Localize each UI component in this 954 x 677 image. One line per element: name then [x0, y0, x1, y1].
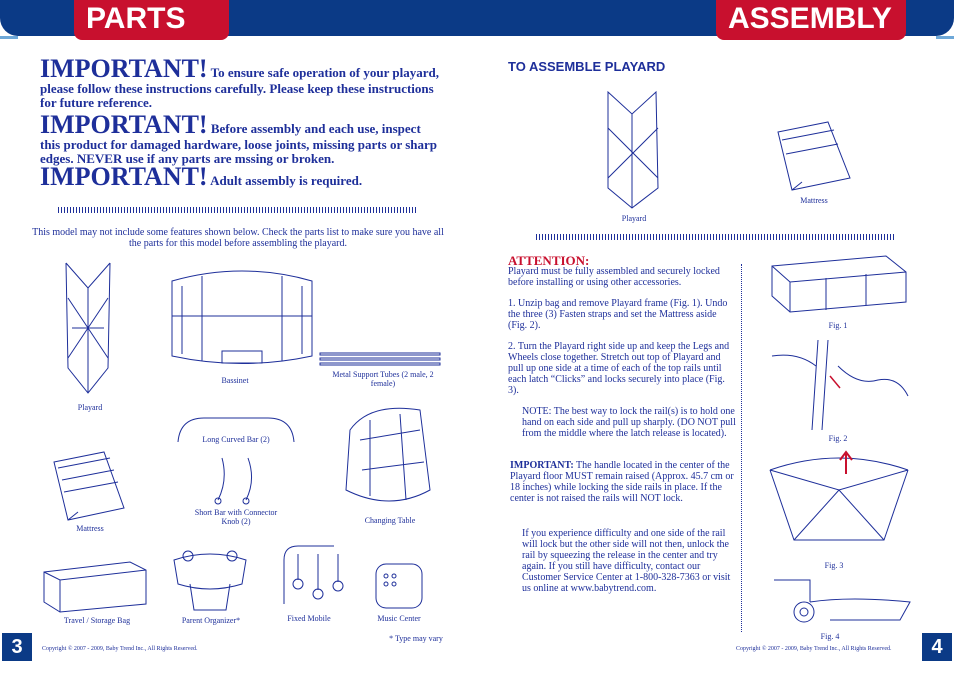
- part-label-organizer: Parent Organizer*: [181, 616, 241, 625]
- mattress-illustration: [53, 451, 125, 521]
- step-1-text: 1. Unzip bag and remove Playard frame (F…: [508, 298, 728, 331]
- note-text: NOTE: The best way to lock the rail(s) i…: [522, 406, 736, 439]
- long-curved-bar-illustration: [177, 417, 295, 443]
- caption-mattress-top: Mattress: [800, 196, 828, 205]
- playard-illustration: [65, 262, 111, 394]
- important-note-text: The handle located in the center of the …: [510, 460, 734, 504]
- copyright-left: Copyright © 2007 - 2009, Baby Trend Inc.…: [42, 646, 198, 652]
- important-heading-1: IMPORTANT!: [40, 54, 208, 83]
- part-label-long-bar: Long Curved Bar (2): [202, 435, 270, 444]
- copyright-right: Copyright © 2007 - 2009, Baby Trend Inc.…: [736, 646, 892, 652]
- attention-heading: ATTENTION:: [508, 253, 590, 268]
- divider-left: [58, 207, 418, 213]
- parts-intro: This model may not include some features…: [32, 227, 444, 249]
- fig-1-caption: Fig. 1: [828, 321, 848, 330]
- important-note: IMPORTANT: The handle located in the cen…: [510, 460, 740, 504]
- attention-text: Playard must be fully assembled and secu…: [508, 266, 720, 288]
- mattress-top-illustration: [777, 121, 851, 191]
- part-label-changing-table: Changing Table: [364, 516, 416, 525]
- storage-bag-illustration: [43, 561, 147, 613]
- important-label: IMPORTANT:: [510, 460, 574, 471]
- fig-3-caption: Fig. 3: [824, 561, 844, 570]
- step-2-text: 2. Turn the Playard right side up and ke…: [508, 341, 730, 396]
- important-block-2: IMPORTANT! Before assembly and each use,…: [40, 112, 440, 166]
- important-heading-3: IMPORTANT!: [40, 162, 208, 191]
- fig1-illustration: [771, 255, 907, 313]
- assembly-title: ASSEMBLY: [716, 0, 906, 40]
- fig2-illustration: [771, 339, 909, 431]
- divider-right: [536, 234, 896, 240]
- part-label-playard: Playard: [77, 403, 103, 412]
- header-band-left: [0, 0, 477, 36]
- assemble-subtitle: TO ASSEMBLE PLAYARD: [508, 59, 666, 74]
- part-label-mobile: Fixed Mobile: [287, 614, 331, 623]
- header-accent-right: [936, 36, 954, 39]
- difficulty-text: If you experience difficulty and one sid…: [522, 528, 731, 594]
- fixed-mobile-illustration: [283, 545, 344, 604]
- part-label-mattress: Mattress: [76, 524, 104, 533]
- part-label-music-center: Music Center: [377, 614, 421, 623]
- playard-top-illustration: [607, 90, 659, 209]
- parts-title: PARTS: [74, 0, 229, 40]
- music-center-illustration: [375, 563, 423, 609]
- important-block-3: IMPORTANT! Adult assembly is required.: [40, 164, 440, 190]
- fig4-illustration: [774, 579, 911, 623]
- header-accent-left: [0, 36, 18, 39]
- important-text-1: To ensure safe operation of your playard…: [40, 65, 439, 110]
- important-heading-2: IMPORTANT!: [40, 110, 208, 139]
- short-bar-illustration: [214, 457, 252, 505]
- metal-tubes-illustration: [319, 352, 441, 366]
- part-label-metal-tubes: Metal Support Tubes (2 male, 2 female): [332, 370, 434, 388]
- footnote-type-may-vary: * Type may vary: [389, 634, 443, 643]
- fig-4-caption: Fig. 4: [820, 632, 840, 641]
- fig3-illustration: [769, 450, 909, 541]
- bassinet-illustration: [171, 270, 313, 364]
- part-label-storage-bag: Travel / Storage Bag: [63, 616, 131, 625]
- part-label-short-bar: Short Bar with Connector Knob (2): [194, 508, 278, 526]
- fig-2-caption: Fig. 2: [828, 434, 848, 443]
- part-label-bassinet: Bassinet: [221, 376, 249, 385]
- page-number-right: 4: [922, 633, 952, 661]
- page-number-left: 3: [2, 633, 32, 661]
- important-text-3: Adult assembly is required.: [210, 173, 363, 188]
- important-text-2: Before assembly and each use, inspect th…: [40, 121, 438, 166]
- dotted-separator: [741, 264, 742, 632]
- caption-playard-top: Playard: [621, 214, 647, 223]
- parent-organizer-illustration: [173, 550, 247, 611]
- important-block-1: IMPORTANT! To ensure safe operation of y…: [40, 56, 440, 110]
- changing-table-illustration: [345, 407, 431, 502]
